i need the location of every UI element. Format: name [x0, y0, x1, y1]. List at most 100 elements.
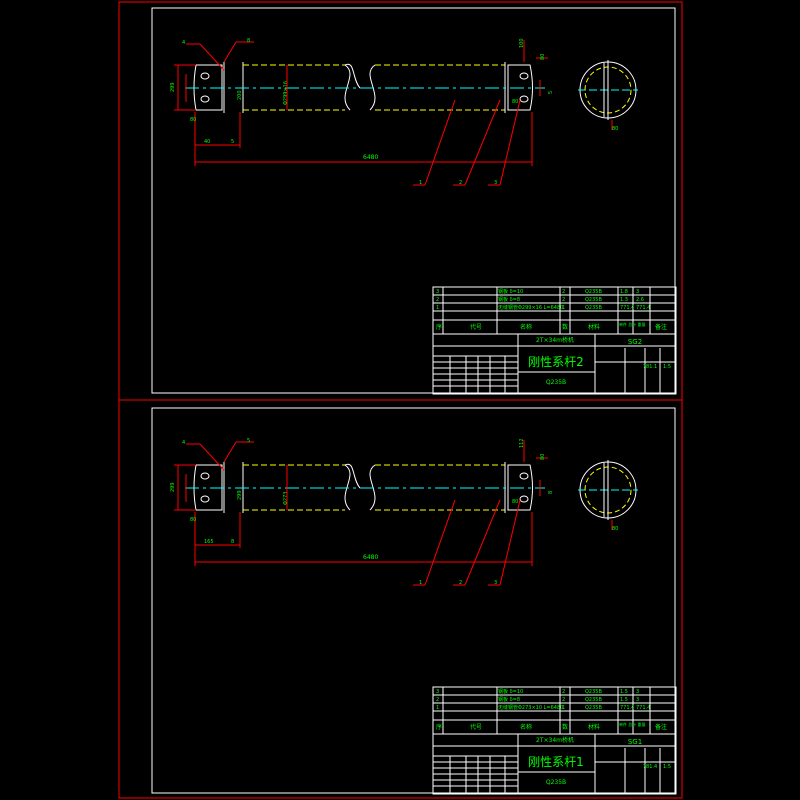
bom-header: 单件 总计 重量	[619, 721, 646, 727]
bom-no: 1	[436, 305, 439, 311]
dim-left-offset-text: 165	[204, 539, 214, 545]
bom-header: 备注	[655, 723, 667, 731]
bom-mat: Q235B	[585, 689, 602, 695]
bom-spec: 钢板 δ=8	[498, 696, 520, 703]
bom-header: 单件 总计 重量	[619, 321, 646, 327]
dim-left-offset-text: 40	[204, 139, 210, 145]
dim-total-length-text: 6480	[363, 154, 378, 161]
bom-header: 序	[436, 323, 442, 331]
bom-header: 序	[436, 723, 442, 731]
break-line	[344, 63, 361, 89]
dim-side-text: 8	[231, 539, 234, 545]
bom-w1: 771.4	[620, 705, 634, 711]
section-dim-text: 80	[612, 126, 618, 132]
bom-w1: 771.4	[620, 305, 634, 311]
tb-material: Q235B	[546, 379, 566, 386]
leader-label: 2	[459, 180, 462, 186]
dim-end-height-text: 299	[170, 82, 176, 92]
leader-line	[499, 499, 521, 586]
leader-line	[424, 99, 456, 186]
dim-hole-text: 80	[190, 517, 196, 523]
bom-no: 2	[436, 297, 439, 303]
bom-header: 材料	[588, 723, 600, 731]
bom-w2: 3	[636, 289, 639, 295]
bom-spec: 无缝钢管Φ299×16 L=6480	[498, 304, 563, 311]
tb-scale: 1:5	[663, 764, 671, 770]
sheet-2-border	[118, 1, 683, 401]
bom-header: 代号	[470, 323, 482, 331]
bom-spec: 钢板 δ=10	[498, 688, 523, 695]
bolt-hole	[200, 472, 210, 480]
bom-header: 名称	[520, 723, 532, 731]
bolt-hole	[519, 495, 529, 503]
bom-header: 材料	[588, 323, 600, 331]
dim-right-text: 80	[512, 499, 518, 505]
bolt-hole	[519, 72, 529, 80]
tb-sub: 2T×34m桥机	[536, 736, 574, 744]
tb-code: SG1	[628, 738, 642, 746]
bom-header: 备注	[655, 323, 667, 331]
callout-leader	[223, 441, 237, 463]
bom-w2: 3	[636, 689, 639, 695]
bolt-hole	[200, 495, 210, 503]
bom-no: 3	[436, 689, 439, 695]
tb-weight: 781.4	[643, 764, 657, 770]
dim-end-height-text: 299	[170, 482, 176, 492]
bom-w2: 771.4	[636, 705, 650, 711]
callout-leader	[199, 443, 225, 471]
dim-right-text: 80	[540, 54, 546, 60]
bom-qty: 1	[562, 705, 565, 711]
break-line	[344, 64, 351, 111]
bom-w2: 771.4	[636, 305, 650, 311]
dim-right-text: 8	[548, 491, 554, 494]
leader-label: 1	[419, 580, 422, 586]
dim-end-width-text: 200	[237, 90, 243, 100]
bom-w2: 3	[636, 697, 639, 703]
bom-header: 名称	[520, 323, 532, 331]
sheet-2-frame	[151, 7, 676, 394]
break-line	[369, 64, 376, 111]
break-line	[369, 464, 376, 511]
section-dim-text: 80	[612, 526, 618, 532]
bom-qty: 2	[562, 289, 565, 295]
break-line	[344, 464, 351, 511]
bom-header: 数	[562, 723, 568, 731]
bom-w1: 1.8	[620, 289, 628, 295]
bom-spec: 钢板 δ=10	[498, 288, 523, 295]
leader-label: 3	[494, 180, 497, 186]
tb-sub: 2T×34m桥机	[536, 336, 574, 344]
tb-title: 刚性系杆1	[528, 755, 584, 769]
leader-label: 3	[494, 580, 497, 586]
callout-leader	[199, 43, 225, 71]
break-line	[344, 463, 361, 489]
bom-w1: 1.5	[620, 689, 628, 695]
bom-qty: 2	[562, 697, 565, 703]
bom-w1: 1.3	[620, 297, 628, 303]
leader-line	[464, 99, 501, 186]
bom-header: 代号	[470, 723, 482, 731]
dim-end-width-text: 299	[237, 490, 243, 500]
bom-mat: Q235B	[585, 305, 602, 311]
bolt-hole	[200, 72, 210, 80]
left-end-plate	[193, 64, 223, 111]
callout-leader	[223, 41, 237, 63]
tb-code: SG2	[628, 338, 642, 346]
leader-line	[464, 499, 501, 586]
bom-spec: 无缝钢管Φ273×10 L=6480	[498, 704, 563, 711]
dim-right-text: 5	[548, 91, 554, 94]
dim-side-text: 5	[231, 139, 234, 145]
bom-qty: 1	[562, 305, 565, 311]
callout-label: 4	[182, 440, 185, 446]
leader-label: 1	[419, 180, 422, 186]
bom-mat: Q235B	[585, 297, 602, 303]
sheet-1-frame	[151, 407, 676, 794]
callout-label: 8	[247, 38, 250, 44]
bom-mat: Q235B	[585, 289, 602, 295]
right-end-plate	[507, 464, 533, 511]
dim-tube-dia-text: Φ299×16	[283, 81, 289, 105]
bom-qty: 2	[562, 689, 565, 695]
